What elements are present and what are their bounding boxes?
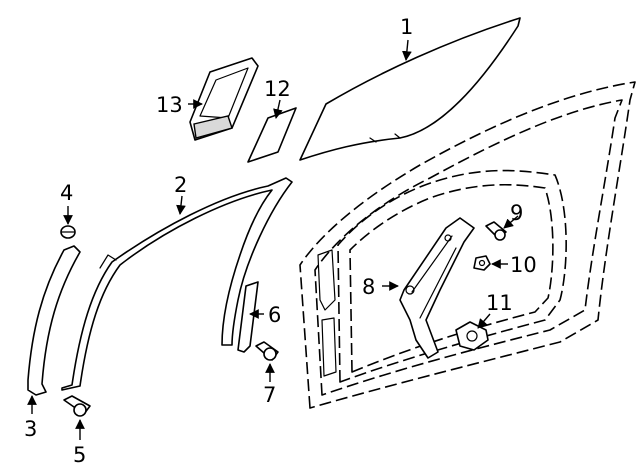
window-regulator xyxy=(399,217,475,359)
callout-labels: 1 2 3 4 5 6 7 8 9 10 11 12 13 xyxy=(24,15,537,467)
front-run-channel xyxy=(27,245,81,396)
callout-5: 5 xyxy=(73,443,86,467)
bolt-9 xyxy=(485,221,507,241)
leader-lines xyxy=(27,39,519,440)
regulator-motor xyxy=(455,321,489,351)
callout-6: 6 xyxy=(268,303,281,327)
bolt-5 xyxy=(63,395,91,417)
callout-9: 9 xyxy=(510,201,523,225)
callout-13: 13 xyxy=(156,93,183,117)
callout-3: 3 xyxy=(24,417,37,441)
quarter-glass xyxy=(247,107,297,163)
callout-7: 7 xyxy=(263,383,276,407)
corner-glass-assembly xyxy=(189,57,259,141)
door-glass xyxy=(299,17,521,161)
callout-4: 4 xyxy=(60,181,73,205)
glass-run-channel xyxy=(61,177,293,391)
callout-10: 10 xyxy=(510,253,537,277)
clip xyxy=(60,225,76,239)
callout-2: 2 xyxy=(174,173,187,197)
door-frame-outline xyxy=(299,81,636,409)
callout-1: 1 xyxy=(400,15,413,39)
callout-11: 11 xyxy=(486,291,513,315)
rear-division-bar xyxy=(237,281,259,353)
callout-8: 8 xyxy=(362,275,375,299)
callout-12: 12 xyxy=(264,77,291,101)
nut-10 xyxy=(473,255,491,271)
bolt-7 xyxy=(255,341,279,361)
